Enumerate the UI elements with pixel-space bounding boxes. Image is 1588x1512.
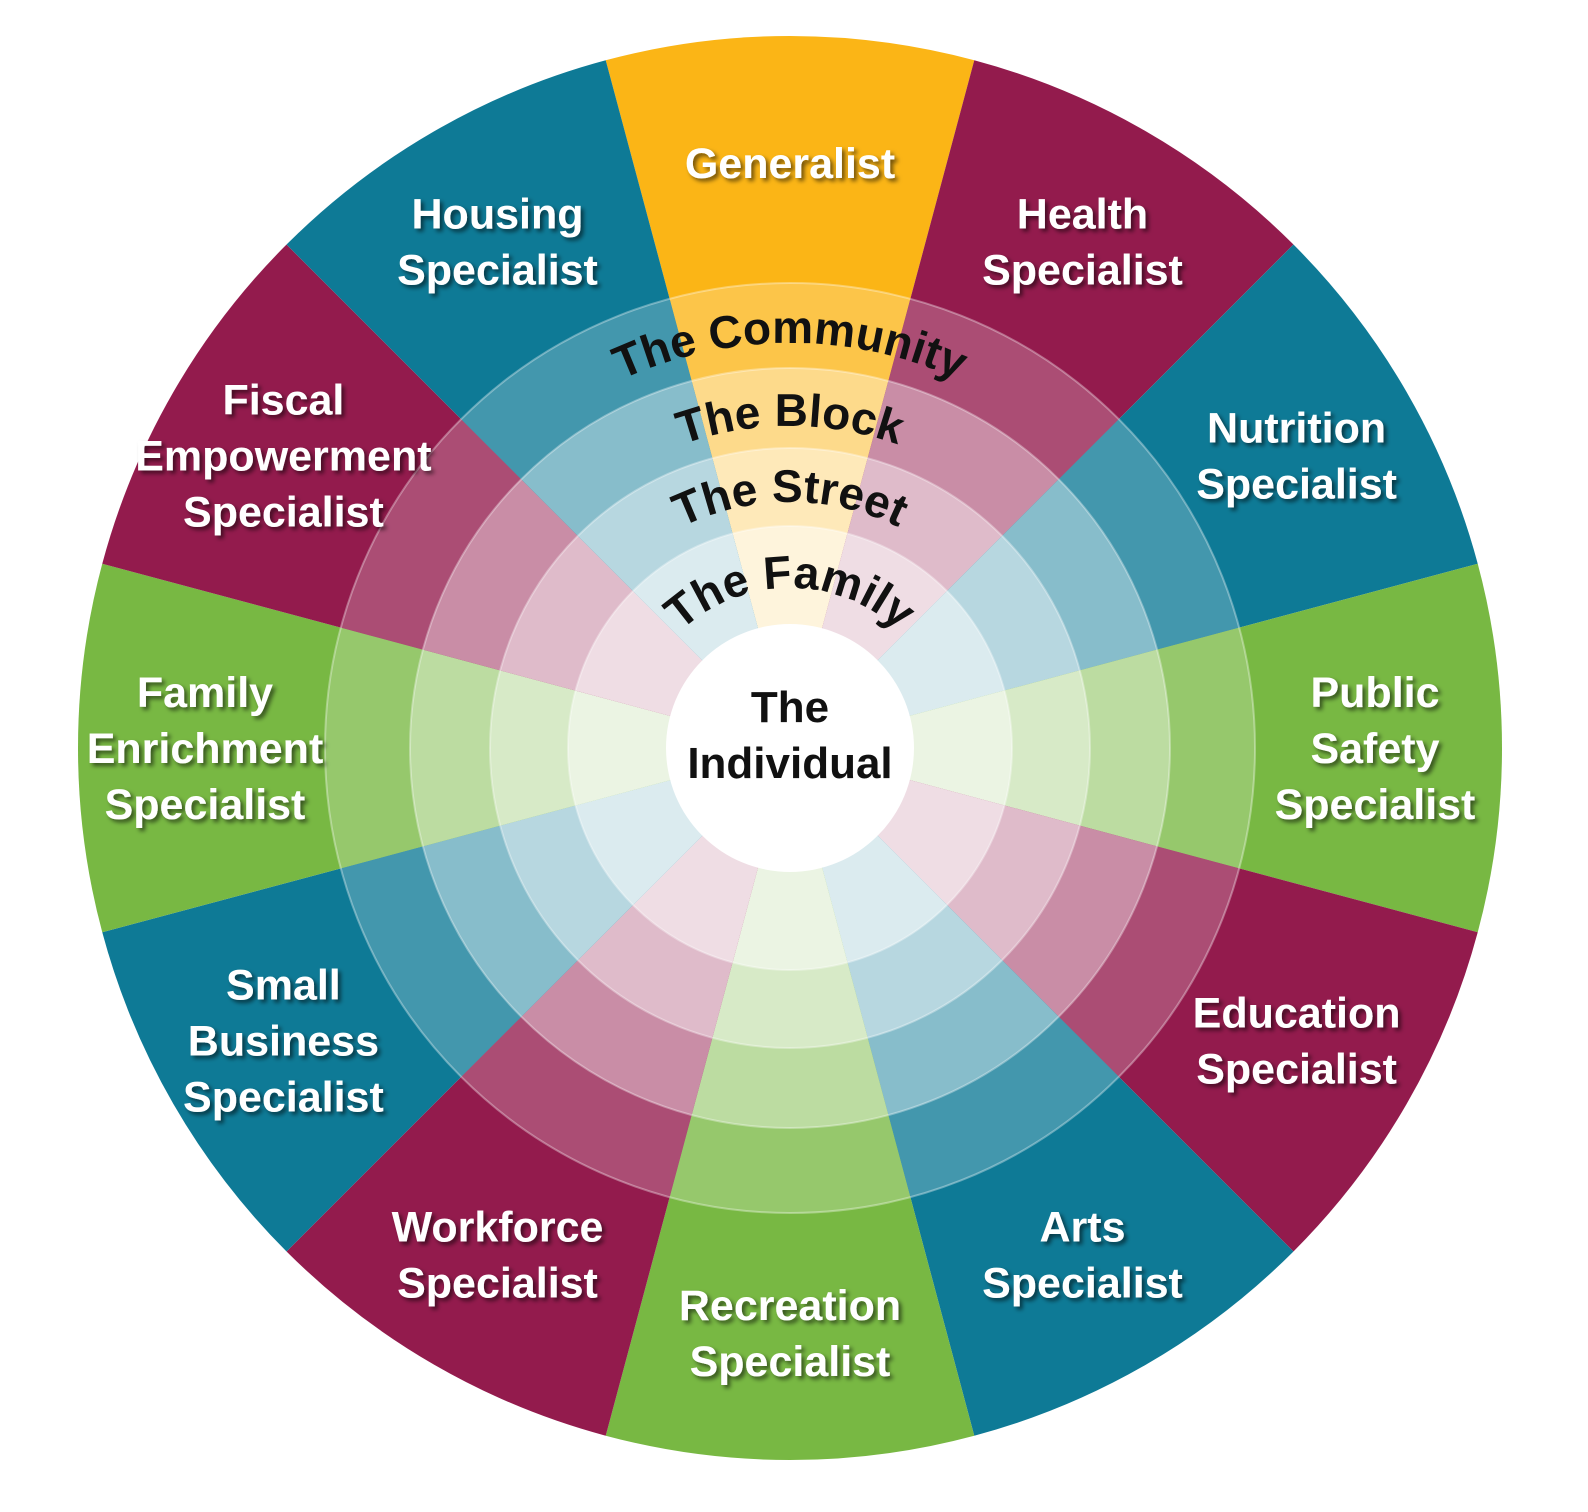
segment-label-10-line-2: Specialist (183, 489, 384, 537)
segment-label-11-line-1: Specialist (397, 246, 598, 294)
segment-label-1-line-1: Specialist (982, 246, 1183, 294)
segment-label-3-line-2: Specialist (1275, 781, 1476, 829)
segment-label-7-line-1: Specialist (397, 1260, 598, 1308)
segment-label-8-line-0: Small (226, 962, 341, 1010)
segment-label-8-line-2: Specialist (183, 1074, 384, 1122)
segment-label-3-line-0: Public (1310, 669, 1439, 717)
center-circle (666, 624, 914, 872)
segment-label-8-line-1: Business (188, 1018, 379, 1066)
segment-label-5-line-0: Arts (1039, 1204, 1125, 1252)
segment-label-10-line-1: Empowerment (135, 433, 431, 481)
ring-separator-1 (409, 367, 1171, 1129)
segment-label-10-line-0: Fiscal (222, 377, 344, 425)
segment-label-4-line-0: Education (1193, 990, 1401, 1038)
segment-label-6-line-1: Specialist (690, 1338, 891, 1386)
center-label-line-2: Individual (687, 739, 892, 788)
center-label-line-1: The (751, 683, 829, 732)
ring-separator-3 (567, 525, 1013, 971)
segment-label-0-line-0: Generalist (685, 140, 895, 188)
segment-label-1-line-0: Health (1017, 190, 1148, 238)
segment-label-7-line-0: Workforce (392, 1204, 604, 1252)
segment-label-9-line-1: Enrichment (87, 725, 324, 773)
segment-label-11-line-0: Housing (412, 190, 584, 238)
segment-label-2-line-1: Specialist (1196, 461, 1397, 509)
segment-label-4-line-1: Specialist (1196, 1046, 1397, 1094)
segment-label-9-line-2: Specialist (105, 781, 306, 829)
segment-label-3-line-1: Safety (1310, 725, 1439, 773)
ring-separator-0 (324, 282, 1256, 1214)
segment-label-6-line-0: Recreation (679, 1282, 901, 1330)
segment-label-5-line-1: Specialist (982, 1260, 1183, 1308)
segment-label-0: Generalist (685, 140, 895, 188)
ring-separator-2 (489, 447, 1091, 1049)
segment-label-9-line-0: Family (137, 669, 273, 717)
segment-label-2-line-0: Nutrition (1207, 405, 1386, 453)
